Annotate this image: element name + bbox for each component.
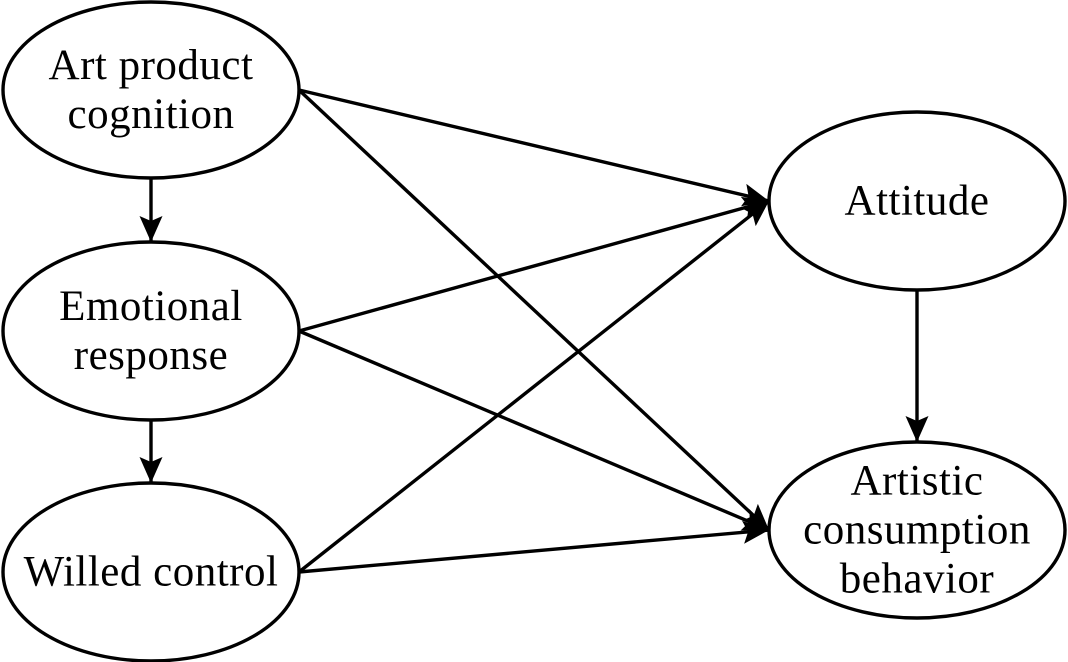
edge-emotional-response-to-artistic-consumption-behavior-arrow: [298, 329, 770, 532]
node-emotional-response-shape: [1, 240, 301, 422]
node-art-product-cognition-shape: [1, 0, 301, 180]
edge-art-product-cognition-to-attitude-arrow: [298, 88, 770, 207]
edge-willed-control-to-artistic-consumption-behavior-arrow: [298, 520, 770, 574]
edge-emotional-response-to-attitude-arrow: [298, 196, 770, 333]
node-attitude-shape: [767, 110, 1067, 292]
edge-art-product-cognition-to-artistic-consumption-behavior-arrow: [297, 88, 771, 532]
edge-willed-control-to-attitude-arrow: [297, 199, 771, 574]
node-willed-control-shape: [1, 481, 301, 662]
node-willed-control-label: Willed control: [24, 549, 279, 596]
node-artistic-consumption-behavior-shape: [767, 440, 1067, 620]
node-attitude-label: Attitude: [845, 178, 990, 225]
edge-layer: [139, 88, 929, 574]
